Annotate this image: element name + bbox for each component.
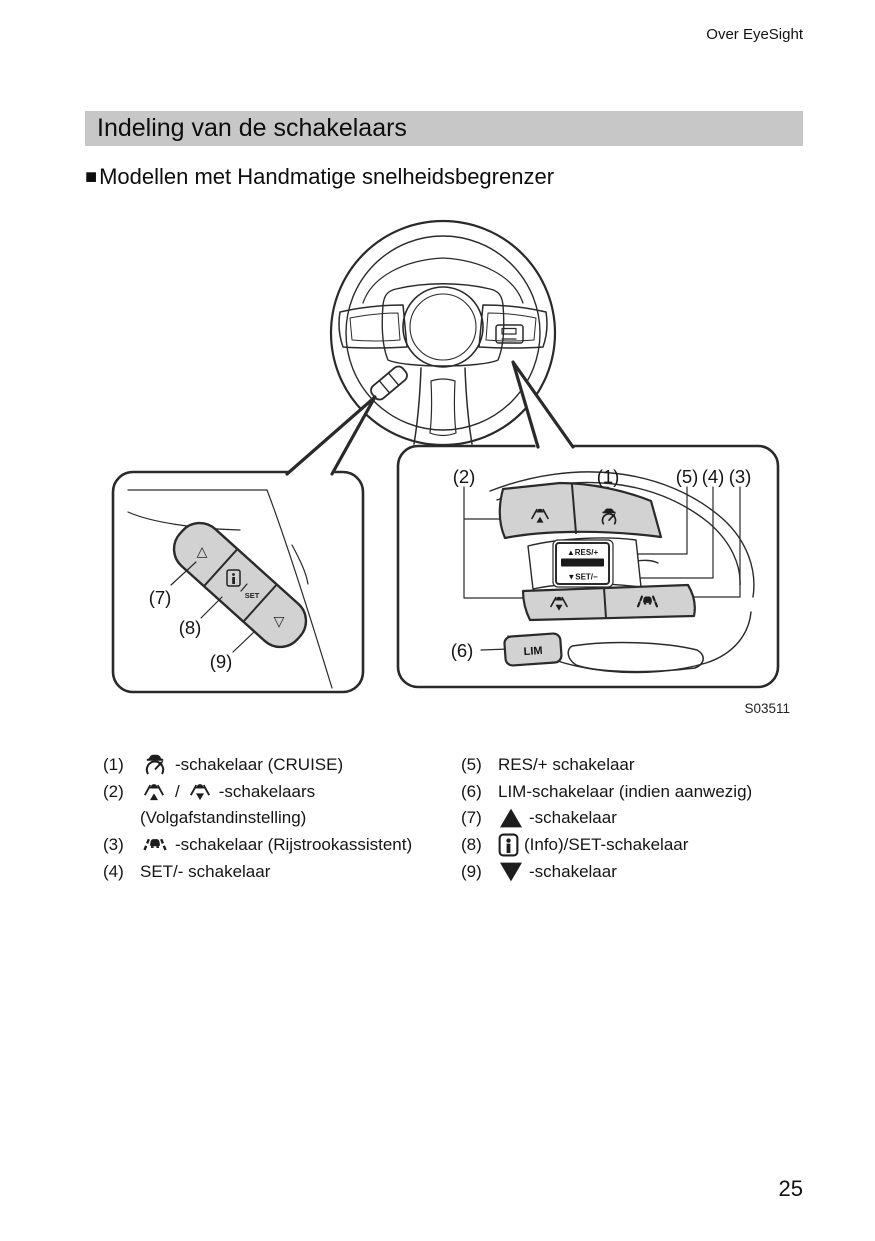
- legend-text: -schakelaar: [529, 862, 617, 881]
- lower-switch-panel: [521, 583, 696, 622]
- legend-text: -schakelaar (Rijstrookassistent): [175, 835, 413, 854]
- legend-item-9: (9) -schakelaar: [461, 860, 617, 884]
- legend-item-5: (5) RES/+ schakelaar: [461, 753, 635, 777]
- legend-text: -schakelaar (CRUISE): [175, 755, 344, 774]
- section-heading: ■ Modellen met Handmatige snelheidsbegre…: [85, 164, 554, 190]
- follow-distance-up-icon: [140, 781, 168, 803]
- page-number: 25: [778, 1176, 803, 1201]
- legend-separator: /: [175, 782, 180, 801]
- callout-wedges: [285, 360, 575, 476]
- legend-item-4: (4) SET/- schakelaar: [103, 860, 270, 884]
- stalk-lever: [370, 365, 408, 401]
- legend-num: (4): [103, 862, 124, 881]
- legend-num: (5): [461, 755, 482, 774]
- cruise-icon: [140, 753, 170, 777]
- running-header: Over EyeSight: [706, 26, 803, 43]
- callout-label-5: (5): [676, 466, 699, 487]
- legend-item-7: (7) -schakelaar: [461, 806, 617, 830]
- legend-item-6: (6) LIM-schakelaar (indien aanwezig): [461, 780, 752, 804]
- lane-keep-assist-icon: [140, 833, 170, 857]
- info-set-segment: SET: [226, 569, 260, 600]
- rocker-res-label: ▲RES/+: [567, 548, 599, 557]
- callout-label-8: (8): [179, 617, 202, 638]
- callout-label-9: (9): [210, 651, 233, 672]
- rocker-set-label: ▼SET/−: [567, 573, 598, 582]
- legend-text: -schakelaars: [218, 782, 316, 801]
- section-marker-icon: ■: [85, 165, 98, 188]
- legend-num: (2): [103, 782, 124, 801]
- updown-set-switch: △ SET ▽: [172, 521, 308, 649]
- left-callout-box: △ SET ▽ (7) (8) (9): [111, 470, 365, 694]
- res-set-rocker-switch: ▲RES/+ ▼SET/−: [527, 537, 642, 590]
- legend-item-2: (2) / -schakelaars: [103, 780, 315, 804]
- page-title: Indeling van de schakelaars: [97, 114, 407, 142]
- upper-switch-panel: [498, 481, 663, 540]
- legend-text: RES/+ schakelaar: [498, 755, 635, 774]
- wheel-right-spoke-switch: [495, 324, 524, 344]
- legend-text: (Info)/SET-schakelaar: [524, 835, 689, 854]
- legend-item-8: (8) (Info)/SET-schakelaar: [461, 833, 688, 857]
- callout-label-7: (7): [149, 587, 172, 608]
- section-heading-text: Modellen met Handmatige snelheidsbegrenz…: [99, 164, 555, 189]
- legend-item-1: (1) -schakelaar (CRUISE): [103, 753, 343, 777]
- right-callout-box: ▲RES/+ ▼SET/− LIM (2) (1) (5) (4) (3): [396, 444, 780, 689]
- legend-item-3: (3) -schakelaar (Rijstrookassistent): [103, 833, 412, 857]
- figure-code: S03511: [744, 701, 790, 716]
- lim-button-label: LIM: [523, 645, 543, 658]
- down-segment-glyph: ▽: [274, 613, 285, 629]
- legend-num: (8): [461, 835, 482, 854]
- legend-num: (7): [461, 808, 482, 827]
- down-triangle-icon: [498, 861, 524, 883]
- up-segment-glyph: △: [197, 543, 208, 559]
- follow-distance-down-icon: [186, 781, 214, 803]
- legend-text: SET/- schakelaar: [140, 862, 271, 881]
- legend-text: -schakelaar: [529, 808, 617, 827]
- callout-label-3: (3): [729, 466, 752, 487]
- legend-text: LIM-schakelaar (indien aanwezig): [498, 782, 753, 801]
- legend-num: (9): [461, 862, 482, 881]
- legend-text: (Volgafstandinstelling): [140, 808, 307, 827]
- legend-item-2b: (Volgafstandinstelling): [103, 806, 306, 830]
- legend-num: (3): [103, 835, 124, 854]
- left-box-leader-lines: [170, 561, 255, 653]
- legend-num: (6): [461, 782, 482, 801]
- set-small-label: SET: [245, 591, 260, 600]
- callout-label-1: (1): [597, 466, 620, 487]
- callout-label-4: (4): [702, 466, 725, 487]
- callout-label-6: (6): [451, 640, 474, 661]
- info-icon: [498, 833, 519, 857]
- callout-label-2: (2): [453, 466, 476, 487]
- lim-button: LIM: [503, 632, 563, 667]
- title-bar: Indeling van de schakelaars: [85, 111, 803, 146]
- up-triangle-icon: [498, 807, 524, 829]
- legend-num: (1): [103, 755, 124, 774]
